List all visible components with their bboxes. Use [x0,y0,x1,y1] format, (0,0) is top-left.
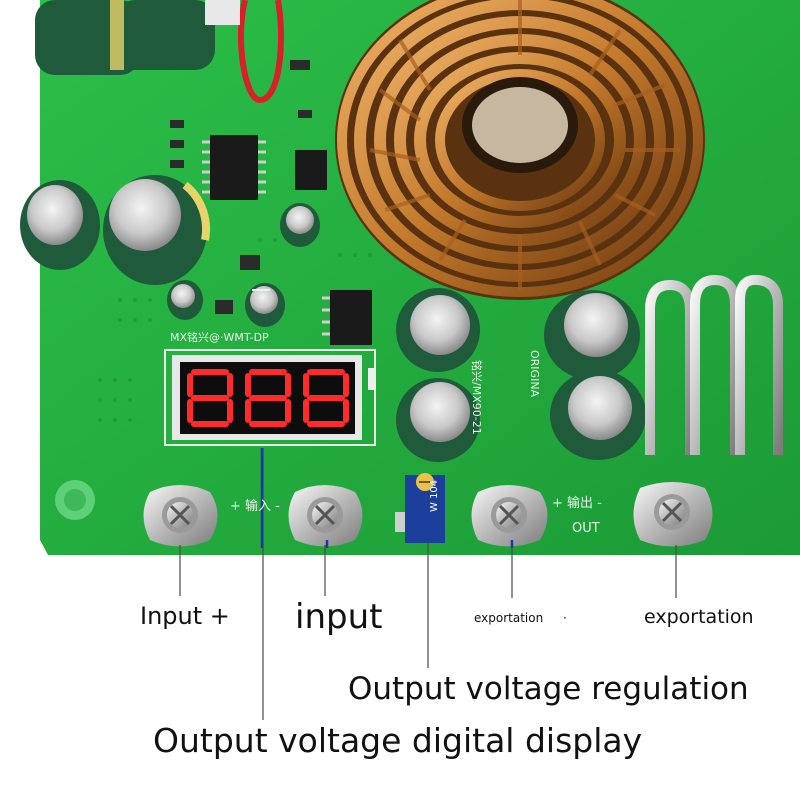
potentiometer-code: W 104 [429,479,440,512]
screw-terminal-icon [143,485,218,547]
input-terminal-silkscreen: + 输入 - [230,499,280,514]
screw-terminal-icon [288,485,363,547]
trimmer-potentiometer-icon [405,473,445,543]
original-silkscreen-label: ORIGINA [528,350,541,398]
ic-chip [202,135,266,200]
capacitor-small [167,203,320,327]
callout-output-voltage-digital-display: Output voltage digital display [153,721,643,760]
capacitor-left [20,175,211,285]
capacitor-output [396,288,646,462]
output-terminal-silkscreen: + 输出 - [552,496,602,511]
wire-shunt-resistor [645,274,783,455]
callout-exportation-right: exportation [644,606,754,628]
capacitor-top-left [35,0,215,75]
module-silkscreen-label: MX铭兴@·WMT-DP [170,331,269,344]
callout-input-plus: Input + [140,602,230,630]
out-silkscreen: OUT [572,521,600,536]
callout-output-voltage-regulation: Output voltage regulation [348,671,749,707]
screw-terminal-icon [471,485,548,547]
callout-input: input [295,597,383,637]
toroidal-inductor-icon [335,0,705,300]
screw-terminal-icon [633,482,713,547]
callout-exportation-left: exportation [474,611,544,625]
callout-exportation-left-mark: · [563,611,567,625]
model-silkscreen-label: 铭兴/MX90-21 [470,360,483,435]
